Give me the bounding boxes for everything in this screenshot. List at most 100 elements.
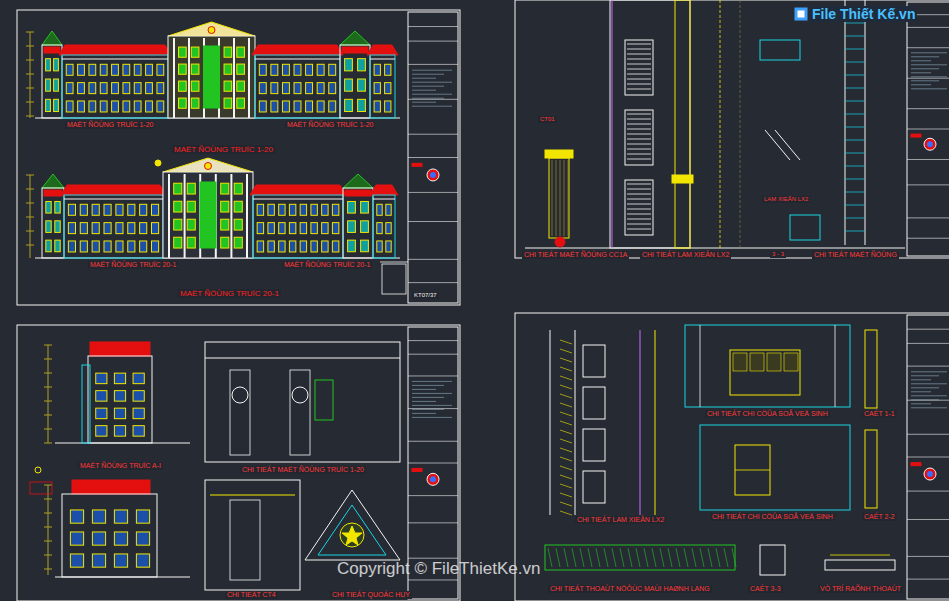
- cad-stroke: [282, 83, 289, 94]
- cad-stroke: [72, 480, 150, 494]
- drawing-title: CHI TIEÁT MAËT ÑÖÙNG CC1A: [522, 251, 629, 259]
- cad-stroke: [636, 548, 640, 567]
- cad-stroke: [114, 554, 127, 567]
- cad-stroke: [927, 471, 933, 477]
- cad-stroke: [377, 223, 382, 234]
- cad-stroke: [78, 64, 85, 75]
- cad-stroke: [174, 219, 182, 230]
- cad-stroke: [66, 83, 73, 94]
- cad-stroke: [612, 0, 613, 248]
- cad-stroke: [133, 391, 144, 402]
- cad-stroke: [26, 245, 34, 246]
- cad-stroke: [370, 185, 398, 195]
- cad-stroke: [340, 45, 370, 118]
- cad-stroke: [250, 185, 346, 195]
- cad-stroke: [253, 195, 343, 258]
- cad-stroke: [560, 448, 572, 452]
- cad-stroke: [627, 119, 651, 120]
- cad-stroke: [136, 532, 149, 545]
- cad-stroke: [140, 241, 147, 252]
- cad-stroke: [560, 394, 572, 398]
- cad-stroke: [911, 391, 931, 392]
- cad-stroke: [627, 64, 651, 65]
- cad-stroke: [62, 55, 168, 118]
- cad-stroke: [907, 78, 949, 79]
- cad-stroke: [370, 59, 395, 60]
- cad-stroke: [96, 426, 107, 437]
- cad-stroke: [332, 241, 338, 252]
- cad-stroke: [907, 47, 949, 48]
- cad-stroke: [306, 83, 313, 94]
- cad-stroke: [44, 401, 52, 402]
- cad-stroke: [625, 40, 653, 95]
- drawing-title: VÒ TRÍ RAÕNH THOAÙT: [818, 585, 903, 593]
- cad-stroke: [845, 166, 865, 167]
- cad-stroke: [627, 189, 651, 190]
- cad-stroke: [191, 47, 199, 57]
- cad-stroke: [911, 383, 947, 384]
- cad-stroke: [230, 370, 250, 455]
- cad-stroke: [340, 523, 364, 547]
- cad-stroke: [44, 373, 52, 374]
- drawing-title: 3 - 3: [770, 251, 786, 258]
- cad-stroke: [427, 473, 439, 485]
- cad-stroke: [100, 64, 107, 75]
- cad-stroke: [911, 84, 931, 85]
- cad-stroke: [92, 223, 99, 234]
- cad-stroke: [560, 502, 572, 506]
- cad-stroke: [128, 223, 135, 234]
- drawing-title: KT07/37: [412, 292, 439, 299]
- cad-stroke: [191, 81, 199, 91]
- cad-stroke: [279, 223, 285, 234]
- cad-stroke: [259, 64, 266, 75]
- cad-stroke: [221, 201, 229, 212]
- cad-stroke: [911, 371, 947, 372]
- cad-stroke: [560, 403, 572, 407]
- cad-stroke: [78, 101, 85, 112]
- cad-stroke: [345, 99, 353, 111]
- cad-stroke: [17, 10, 460, 305]
- cad-stroke: [92, 241, 99, 252]
- cad-stroke: [412, 417, 452, 418]
- cad-stroke: [44, 499, 52, 500]
- drawing-title: CHI TIEÁT QUOÁC HUY: [330, 591, 412, 599]
- cad-stroke: [204, 46, 220, 108]
- cad-stroke: [257, 241, 263, 252]
- drawing-title: MAËT ÑÖÙNG TRUÏC 20-1: [88, 261, 178, 269]
- cad-stroke: [44, 513, 52, 514]
- cad-stroke: [412, 385, 444, 386]
- cad-stroke: [174, 201, 182, 212]
- cad-stroke: [865, 0, 866, 245]
- cad-stroke: [430, 476, 436, 482]
- cad-stroke: [825, 560, 895, 570]
- cad-stroke: [845, 49, 865, 50]
- cad-stroke: [123, 83, 130, 94]
- cad-stroke: [123, 101, 130, 112]
- cad-stroke: [907, 27, 949, 28]
- cad-stroke: [612, 548, 616, 567]
- cad-stroke: [42, 174, 64, 188]
- cad-stroke: [114, 373, 125, 384]
- cad-stroke: [187, 237, 195, 248]
- cad-stroke: [628, 548, 632, 567]
- cad-stroke: [865, 430, 877, 508]
- cad-stroke: [157, 83, 164, 94]
- cad-stroke: [775, 130, 800, 160]
- cad-stroke: [174, 183, 182, 194]
- cad-stroke: [184, 174, 186, 258]
- cad-stroke: [44, 429, 52, 430]
- cad-stroke: [205, 342, 400, 462]
- cad-stroke: [560, 367, 572, 371]
- cad-stroke: [377, 204, 382, 215]
- cad-stroke: [92, 554, 105, 567]
- cad-stroke: [733, 353, 747, 371]
- cad-stroke: [865, 330, 877, 408]
- cad-stroke: [560, 439, 572, 443]
- cad-stroke: [408, 41, 458, 42]
- cad-stroke: [96, 373, 107, 384]
- cad-stroke: [191, 64, 199, 74]
- cad-stroke: [515, 313, 949, 601]
- cad-stroke: [26, 32, 34, 33]
- cad-stroke: [300, 204, 306, 215]
- cad-stroke: [408, 192, 458, 193]
